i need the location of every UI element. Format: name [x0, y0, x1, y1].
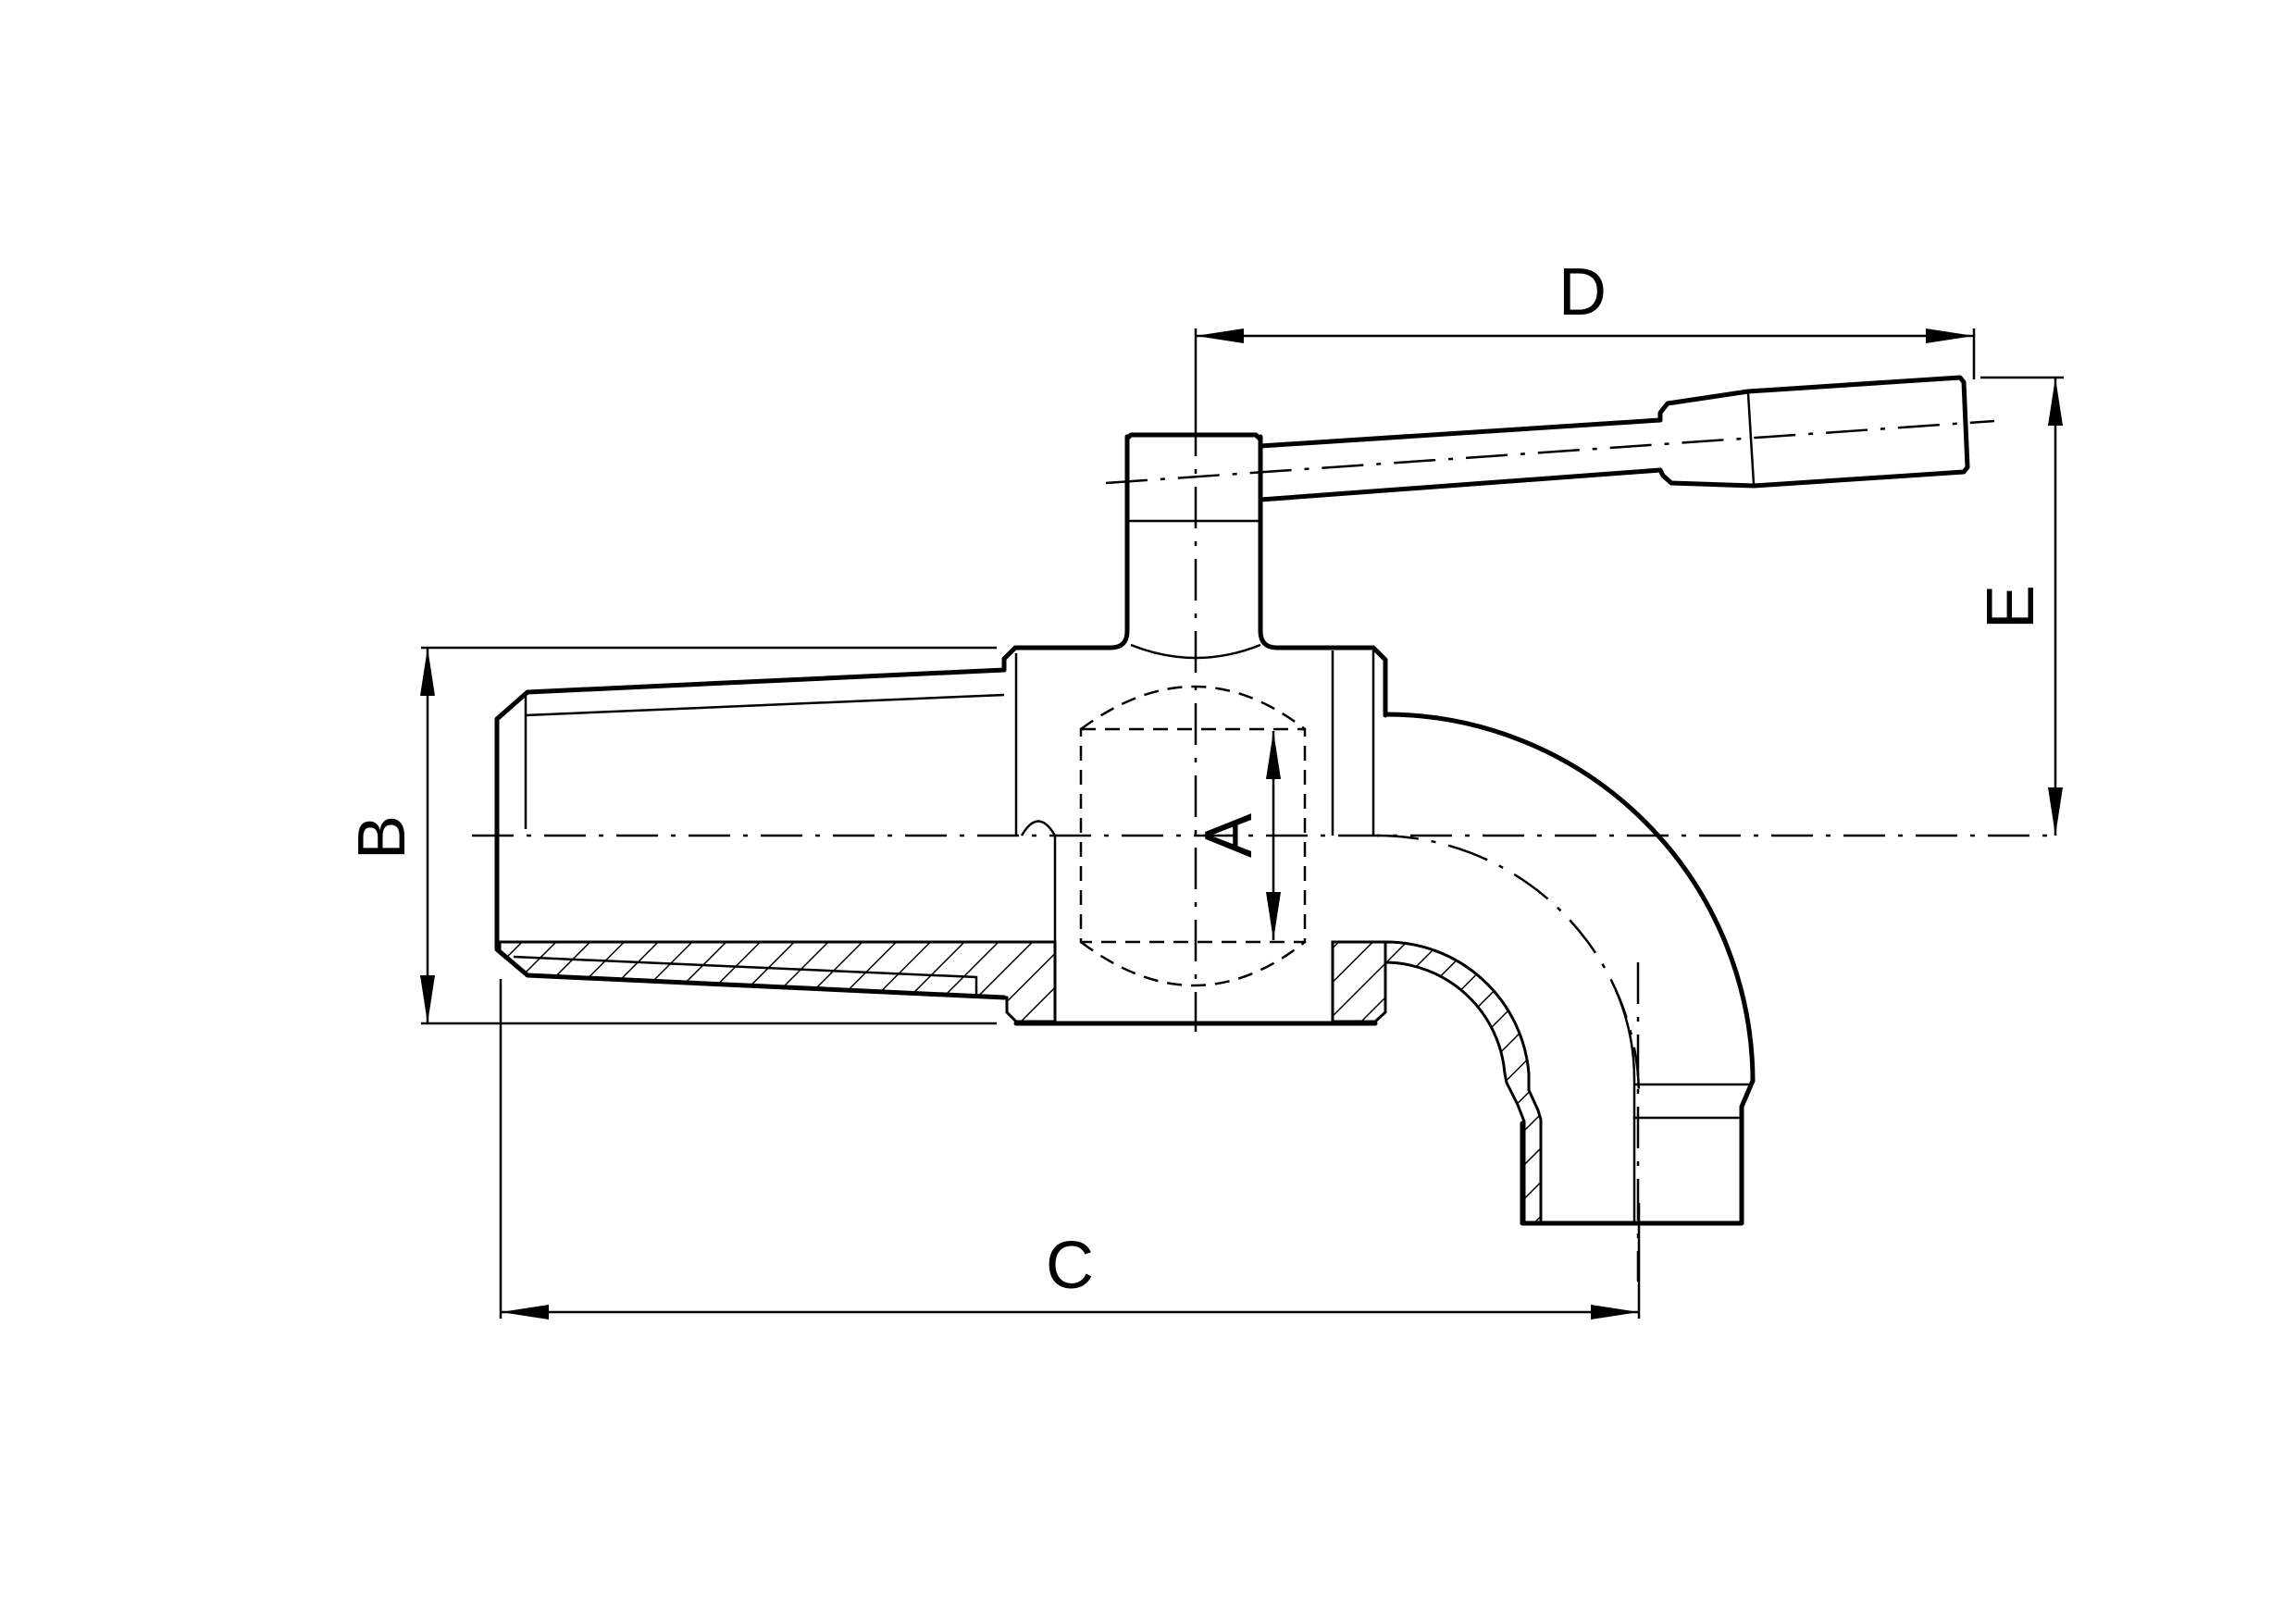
- center-lines: [472, 415, 2059, 1282]
- dim-d-arrow-right: [1926, 328, 1974, 343]
- handle-grip-outline: [1657, 375, 1970, 489]
- spout-outlet: [1383, 712, 1756, 1226]
- spout-outer-arc: [1383, 712, 1756, 1084]
- valve-ball-hidden: [1079, 685, 1307, 987]
- dim-b-arrow-bottom: [420, 975, 435, 1023]
- handle-lever-top: [1258, 417, 1663, 449]
- body-right-top-outline: [1258, 434, 1388, 717]
- spout-wall-section-hatch: [1384, 940, 1543, 1225]
- seal-ring-arc: [1020, 820, 1057, 836]
- dim-c-arrow-right: [1591, 1305, 1639, 1319]
- stem-outline: [1124, 432, 1263, 442]
- spout-inner-right: [1614, 989, 1636, 1223]
- dim-b-arrow-top: [420, 648, 435, 696]
- inlet-thread-root-line: [525, 693, 1005, 717]
- dim-a-arrow-top: [1266, 731, 1281, 779]
- dim-c-arrow-left: [501, 1305, 549, 1319]
- valve-stem: [1124, 432, 1263, 523]
- dim-e-arrow-top: [2048, 378, 2063, 426]
- body-top-outline: [1001, 434, 1130, 673]
- dim-e-label: E: [1974, 585, 2048, 629]
- valve-body: [1001, 434, 1388, 1026]
- ball-top-hidden: [1080, 685, 1306, 731]
- dimension-c: C: [499, 979, 1641, 1319]
- handle-grip-divider: [1746, 392, 1756, 485]
- dim-b-label: B: [345, 815, 419, 860]
- body-right-section-hatch: [1331, 940, 1387, 1023]
- dim-d-arrow-left: [1196, 328, 1244, 343]
- dim-a-label: A: [1192, 813, 1266, 858]
- stem-seat-arc: [1130, 643, 1261, 660]
- dimension-b: B: [345, 646, 997, 1025]
- handle-lever-bottom: [1258, 467, 1663, 502]
- dimension-d: D: [1194, 255, 1976, 415]
- dim-e-arrow-bottom: [2048, 787, 2063, 836]
- dim-a-arrow-bottom: [1266, 892, 1281, 940]
- dimension-a: A: [1192, 731, 1281, 940]
- dim-d-label: D: [1558, 255, 1607, 329]
- threaded-inlet: [494, 667, 1057, 1023]
- dimension-e: E: [1974, 376, 2064, 836]
- inlet-thread-root-section: [513, 955, 978, 997]
- handle-centerline: [1105, 419, 1995, 485]
- dim-c-label: C: [1046, 1229, 1094, 1303]
- lever-handle: [1258, 375, 1970, 502]
- inlet-section-hatch: [498, 940, 1057, 1023]
- ball-bottom-hidden: [1080, 941, 1306, 987]
- spout-outer-tail: [1520, 1078, 1756, 1226]
